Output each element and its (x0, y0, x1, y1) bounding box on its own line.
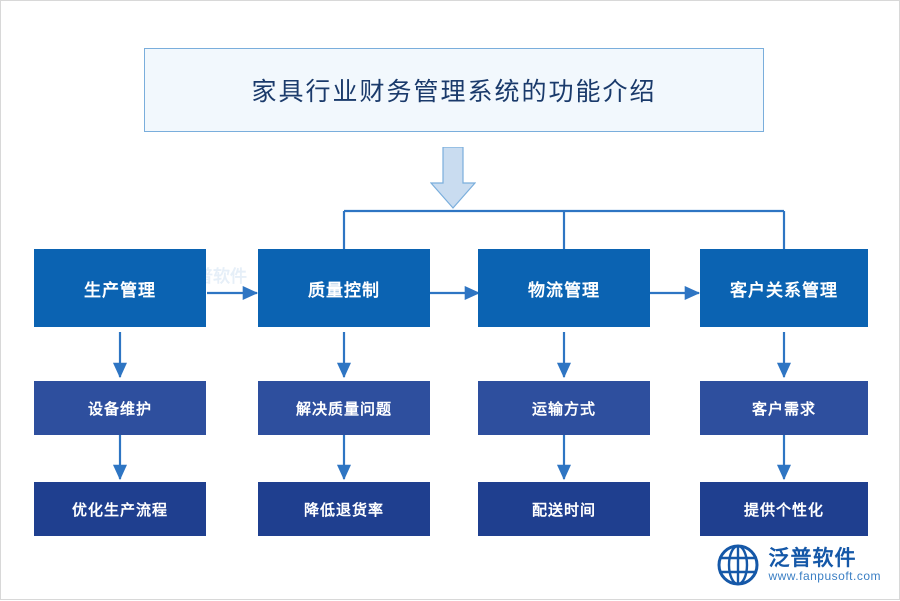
node-level2-3-label: 运输方式 (531, 399, 596, 418)
node-level1-3[interactable]: 物流管理 (478, 249, 650, 327)
node-level2-1[interactable]: 设备维护 (34, 381, 206, 435)
page-title: 家具行业财务管理系统的功能介绍 (251, 77, 657, 106)
node-level3-4-label: 提供个性化 (743, 500, 824, 519)
node-level1-2-label: 质量控制 (308, 280, 380, 301)
node-level3-1-label: 优化生产流程 (71, 500, 168, 519)
node-level1-1-label: 生产管理 (84, 280, 156, 301)
brand-name: 泛普软件 (768, 546, 857, 571)
node-level1-3-label: 物流管理 (528, 280, 600, 301)
node-level2-3[interactable]: 运输方式 (478, 381, 650, 435)
node-level2-1-label: 设备维护 (87, 399, 152, 418)
node-level1-2[interactable]: 质量控制 (258, 249, 430, 327)
node-level3-2[interactable]: 降低退货率 (258, 482, 430, 536)
title-banner: 家具行业财务管理系统的功能介绍 (144, 48, 764, 132)
node-level3-1[interactable]: 优化生产流程 (34, 482, 206, 536)
node-level2-2-label: 解决质量问题 (295, 399, 392, 418)
brand-globe-icon (717, 544, 759, 586)
node-level3-2-label: 降低退货率 (303, 500, 384, 519)
down-arrow-icon (430, 147, 476, 209)
node-level1-1[interactable]: 生产管理 (34, 249, 206, 327)
node-level3-4[interactable]: 提供个性化 (700, 482, 868, 536)
node-level2-2[interactable]: 解决质量问题 (258, 381, 430, 435)
node-level1-4[interactable]: 客户关系管理 (700, 249, 868, 327)
node-level3-3[interactable]: 配送时间 (478, 482, 650, 536)
node-level3-3-label: 配送时间 (531, 500, 596, 519)
brand-url: www.fanpusoft.com (768, 569, 881, 584)
node-level1-4-label: 客户关系管理 (730, 280, 838, 301)
fanpu-logo-icon: 泛普软件 www.fanpusoft.com (716, 543, 881, 587)
node-level2-4[interactable]: 客户需求 (700, 381, 868, 435)
node-level2-4-label: 客户需求 (751, 399, 816, 418)
